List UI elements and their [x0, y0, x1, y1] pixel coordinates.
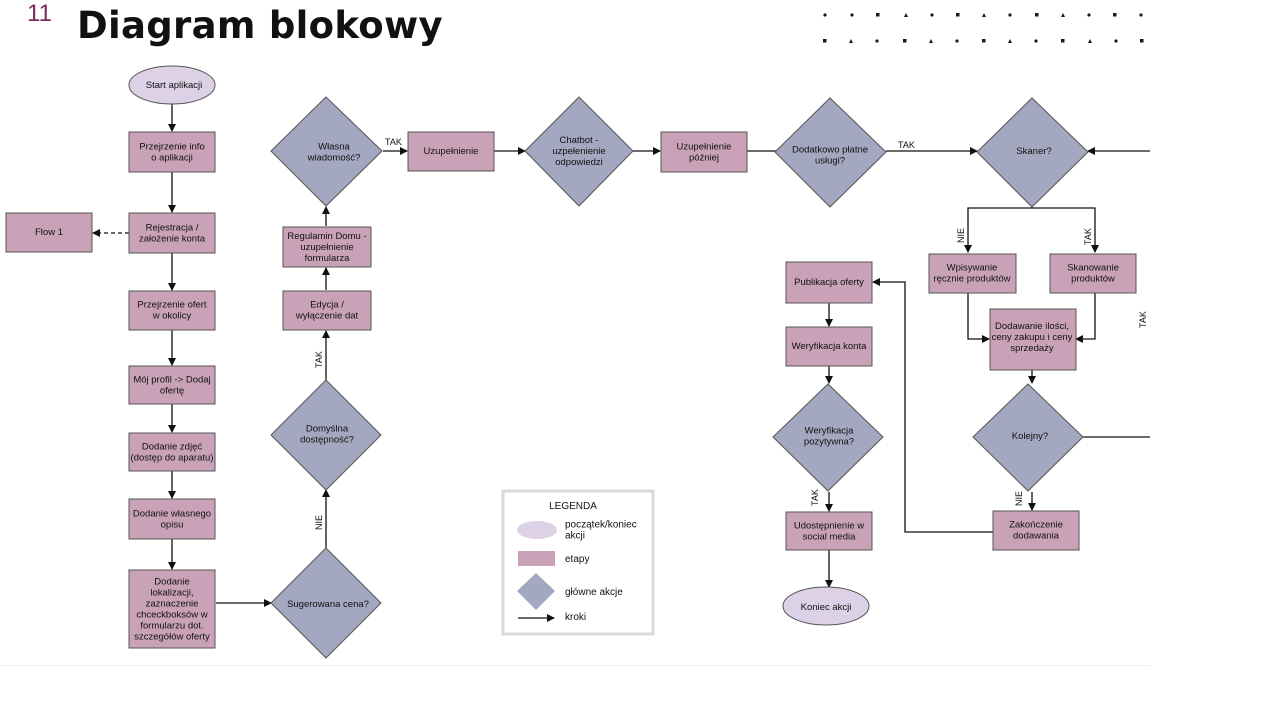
start-oval: [128, 65, 216, 105]
decision-diamond: [524, 96, 634, 207]
edge-label-yes: TAK: [810, 489, 820, 506]
legend-label-diamond: główne akcje: [565, 587, 623, 598]
step-box: [785, 511, 873, 551]
node-publish: Publikacja oferty: [794, 277, 864, 288]
step-box: [128, 569, 216, 649]
legend-label-box: etapy: [565, 554, 589, 565]
legend-label-arrow: kroki: [565, 612, 586, 623]
footer-divider: [0, 665, 1150, 666]
connectors: [92, 104, 1150, 607]
node-scanner: Skaner?: [1016, 146, 1051, 157]
step-box: [128, 290, 216, 331]
node-registration: Rejestracja /założenie konta: [139, 223, 206, 245]
step-box: [128, 498, 216, 540]
step-box: [660, 131, 748, 173]
node-end: Koniec akcji: [801, 602, 852, 613]
decorative-dot-pattern: [823, 13, 1144, 43]
legend-oval-swatch: [517, 521, 557, 539]
step-box: [128, 212, 216, 254]
edge-label-no: NIE: [956, 228, 966, 243]
node-next: Kolejny?: [1012, 431, 1048, 442]
step-box: [282, 226, 372, 268]
decision-diamond: [270, 379, 382, 491]
decision-diamond: [976, 97, 1089, 208]
end-oval: [782, 586, 870, 626]
page-title: Diagram blokowy: [77, 4, 443, 47]
decision-diamond: [772, 383, 884, 492]
edge-label-no: NIE: [314, 515, 324, 530]
edge-label-no: NIE: [1014, 491, 1024, 506]
edge-label-yes: TAK: [898, 140, 915, 150]
step-box: [992, 510, 1080, 551]
step-box: [128, 131, 216, 173]
step-box: [1049, 253, 1137, 294]
decision-diamond: [972, 383, 1084, 492]
edge-label-yes: TAK: [385, 137, 402, 147]
decision-diamond: [270, 96, 383, 207]
node-flow1: Flow 1: [35, 227, 63, 238]
edge-label-yes: TAK: [1138, 311, 1148, 328]
step-box: [128, 432, 216, 472]
step-box: [128, 365, 216, 405]
step-box: [785, 326, 873, 367]
node-verify-account: Weryfikacja konta: [792, 341, 868, 352]
legend-box-swatch: [518, 551, 555, 566]
node-start: Start aplikacji: [146, 80, 203, 91]
step-box: [928, 253, 1017, 294]
step-box: [282, 290, 372, 331]
step-box: [989, 308, 1077, 371]
step-box: [785, 261, 873, 304]
slide-number: 11: [27, 0, 52, 27]
edge-label-yes: TAK: [314, 351, 324, 368]
step-box: [407, 131, 495, 172]
node-photos: Dodanie zdjęć(dostęp do aparatu): [131, 442, 214, 464]
legend-diamond-swatch: [517, 573, 555, 610]
node-fill: Uzupełnienie: [424, 146, 479, 157]
node-suggested-price: Sugerowana cena?: [287, 599, 369, 610]
decision-diamond: [270, 547, 382, 659]
edge-label-yes: TAK: [1083, 228, 1093, 245]
legend-title: LEGENDA: [549, 501, 597, 512]
flow1-box: [5, 212, 93, 253]
node-edit-dates: Edycja /wyłączenie dat: [295, 300, 359, 322]
decision-diamond: [774, 97, 887, 208]
